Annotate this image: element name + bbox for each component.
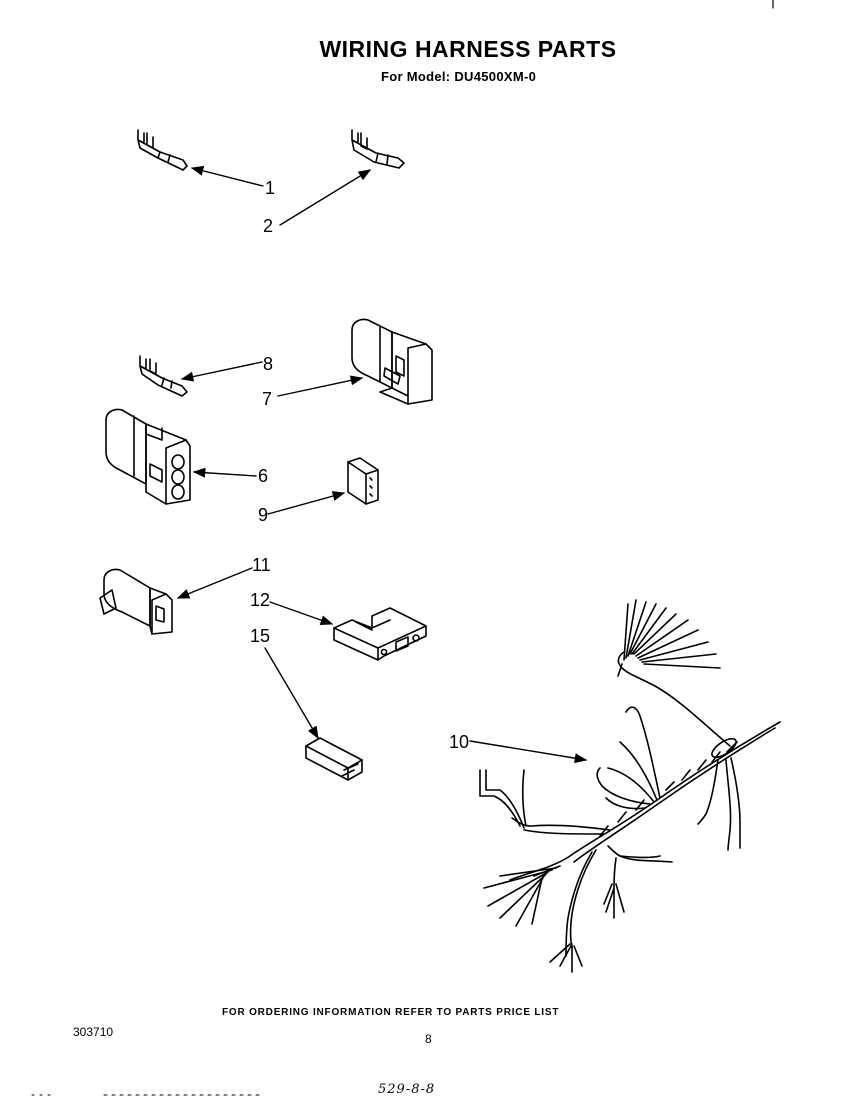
page-title: WIRING HARNESS PARTS bbox=[319, 36, 617, 62]
callout-10: 10 bbox=[449, 732, 469, 752]
part-7-connector-housing bbox=[351, 318, 433, 405]
part-1-terminal bbox=[137, 129, 188, 171]
callout-9: 9 bbox=[258, 505, 268, 525]
part-15-small-connector bbox=[305, 737, 363, 781]
leader-arrows bbox=[176, 165, 588, 764]
callout-15: 15 bbox=[250, 626, 270, 646]
part-11-connector-housing bbox=[99, 568, 173, 635]
handwritten-note: 529-8-8 bbox=[378, 1082, 436, 1097]
callout-1: 1 bbox=[265, 178, 275, 198]
part-9-block-connector bbox=[347, 457, 379, 505]
page-number: 8 bbox=[425, 1032, 432, 1046]
model-subtitle: For Model: DU4500XM-0 bbox=[381, 69, 537, 84]
callout-12: 12 bbox=[250, 590, 270, 610]
callout-6: 6 bbox=[258, 466, 268, 486]
callout-8: 8 bbox=[263, 354, 273, 374]
callout-2: 2 bbox=[263, 216, 273, 236]
document-number: 303710 bbox=[73, 1025, 114, 1039]
part-8-terminal bbox=[139, 355, 188, 397]
callout-7: 7 bbox=[262, 389, 272, 409]
callout-11: 11 bbox=[252, 555, 271, 575]
part-10-wiring-harness bbox=[479, 599, 781, 973]
part-2-terminal bbox=[351, 129, 405, 169]
ordering-note: FOR ORDERING INFORMATION REFER TO PARTS … bbox=[222, 1007, 560, 1018]
part-12-clip-connector bbox=[333, 607, 427, 661]
part-6-connector-housing bbox=[105, 408, 191, 505]
